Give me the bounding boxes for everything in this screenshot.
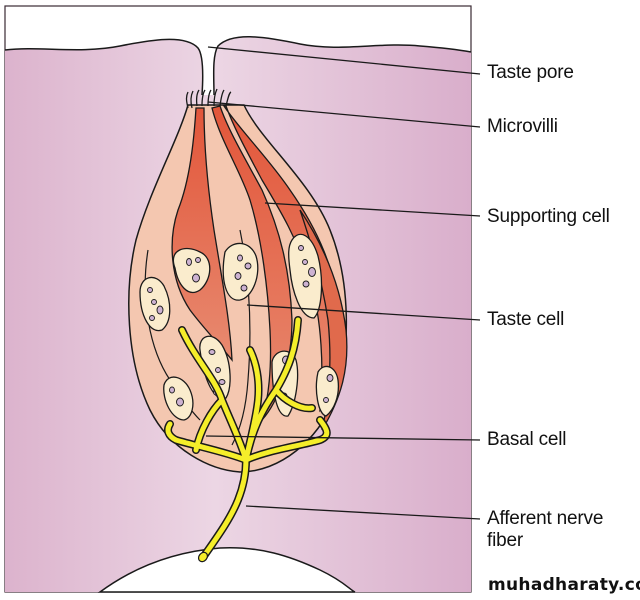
nuclei — [139, 233, 340, 421]
nucleus — [222, 242, 259, 301]
microvilli — [185, 88, 232, 109]
watermark: muhadharaty.com — [488, 575, 640, 595]
label-afferent-nerve-fiber: Afferent nerve fiber — [487, 508, 604, 551]
afferent-nerve-fiber — [164, 316, 331, 563]
connective-tissue — [97, 546, 356, 593]
leader-afferent-nerve-fiber — [245, 505, 481, 520]
leader-basal-cell — [205, 435, 481, 441]
epithelium-surface — [4, 38, 204, 96]
label-taste-cell: Taste cell — [487, 309, 565, 330]
label-microvilli: Microvilli — [487, 116, 558, 137]
leader-taste-cell — [246, 304, 481, 321]
leader-lines — [205, 46, 481, 520]
label-taste-pore: Taste pore — [487, 62, 574, 83]
epithelium-surface-right — [212, 36, 472, 96]
label-basal-cell: Basal cell — [487, 429, 567, 450]
leader-taste-pore — [207, 46, 481, 75]
leader-supporting-cell — [264, 202, 481, 217]
nucleus — [288, 233, 323, 319]
leader-microvilli — [207, 101, 481, 128]
label-supporting-cell: Supporting cell — [487, 206, 610, 227]
